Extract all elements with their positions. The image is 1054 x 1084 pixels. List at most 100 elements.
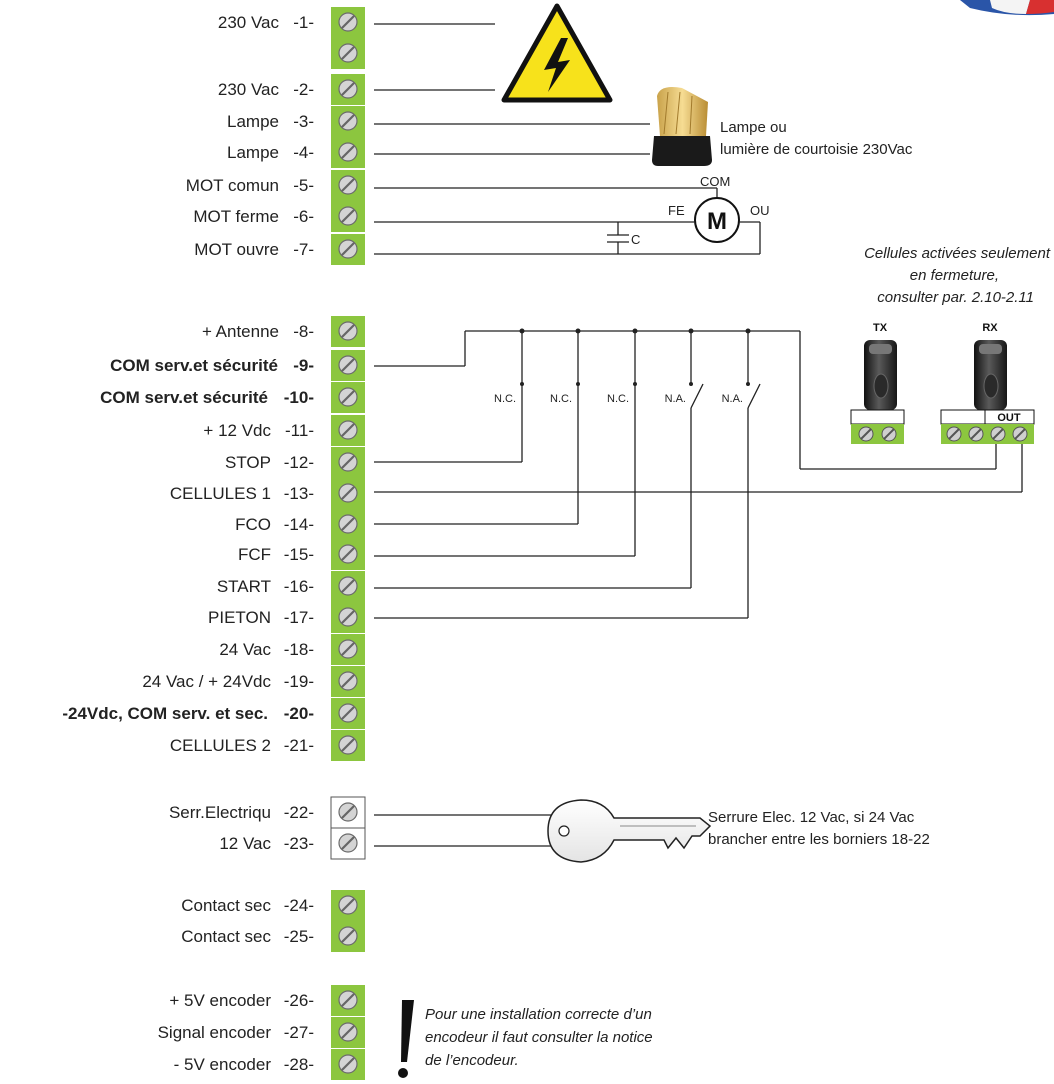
terminal-number: -26- [284, 991, 314, 1010]
terminal-screw [331, 571, 365, 602]
terminal-number: -24- [284, 896, 314, 915]
encoder-note-line3: de l’encodeur. [425, 1052, 519, 1069]
terminal-label: MOT ferme [193, 207, 279, 226]
rx-label: RX [982, 322, 998, 334]
terminal-number: -2- [293, 80, 314, 99]
motor-com-label: COM [700, 174, 730, 189]
motor-wires [374, 187, 761, 255]
contact-switches [519, 328, 761, 409]
terminal-label: 24 Vac / + 24Vdc [142, 672, 271, 691]
high-voltage-warning-icon [501, 3, 613, 103]
lamp-note-line1: Lampe ou [720, 119, 787, 136]
terminal-screw [331, 234, 365, 265]
flag-icon [960, 0, 1054, 16]
lamp-note-line2: lumière de courtoisie 230Vac [720, 141, 913, 158]
terminal-number: -8- [293, 322, 314, 341]
terminal-label: 230 Vac [218, 80, 280, 99]
terminal-label: Lampe [227, 112, 279, 131]
terminal-number: -20- [284, 704, 314, 723]
command-wires [374, 330, 1023, 619]
motor-ou-label: OU [750, 203, 770, 218]
lock-wires [374, 814, 585, 847]
terminal-label: START [217, 577, 271, 596]
terminal-number: -14- [284, 515, 314, 534]
terminal-number: -5- [293, 176, 314, 195]
terminal-number: -18- [284, 640, 314, 659]
terminal-screw [331, 316, 365, 347]
terminal-screw [331, 730, 365, 761]
motor-icon: M [694, 197, 740, 243]
terminal-screw [330, 796, 366, 829]
terminal-screw [331, 602, 365, 633]
terminal-label: 230 Vac [218, 13, 280, 32]
encoder-note-line2: encodeur il faut consulter la notice [425, 1029, 653, 1046]
motor-symbol: M [707, 208, 727, 235]
terminal-label: Serr.Electriqu [169, 803, 271, 822]
terminal-screw [331, 106, 365, 137]
tx-label: TX [873, 322, 888, 334]
terminal-label: FCO [235, 515, 271, 534]
terminal-number: -13- [284, 484, 314, 503]
terminal-number: -4- [293, 143, 314, 162]
terminal-label: COM serv.et sécurité [100, 388, 268, 407]
capacitor-label: C [631, 232, 640, 247]
terminal-label: + Antenne [202, 322, 279, 341]
terminal-labels: -1- 230 Vac -2- 230 Vac -3- Lampe -4- Lampe -5- M… [62, 13, 314, 1074]
key-icon [547, 799, 712, 863]
terminal-label: MOT comun [186, 176, 279, 195]
terminal-label: STOP [225, 453, 271, 472]
terminal-number: -27- [284, 1023, 314, 1042]
terminal-screw [331, 350, 365, 381]
terminal-label: Lampe [227, 143, 279, 162]
terminal-screw [331, 890, 365, 921]
terminal-number: -19- [284, 672, 314, 691]
cells-note-line2: en fermeture, [910, 267, 999, 284]
terminal-screw [331, 634, 365, 665]
contact-fcf-label: N.C. [607, 393, 629, 405]
photocell-tx: TX [850, 322, 905, 444]
lock-note-line1: Serrure Elec. 12 Vac, si 24 Vac [708, 809, 915, 826]
terminal-screw [331, 415, 365, 446]
terminal-number: -17- [284, 608, 314, 627]
terminal-screw [331, 170, 365, 201]
terminal-number: -16- [284, 577, 314, 596]
terminal-label: Contact sec [181, 927, 271, 946]
terminal-number: -11- [285, 421, 314, 440]
terminal-label: PIETON [208, 608, 271, 627]
terminal-label: Signal encoder [158, 1023, 272, 1042]
terminal-screw [331, 137, 365, 168]
terminal-screw [331, 201, 365, 232]
terminal-screw [331, 382, 365, 413]
terminal-label: - 5V encoder [174, 1055, 272, 1074]
contact-fco-label: N.C. [550, 393, 572, 405]
terminal-screw [331, 74, 365, 105]
mains-wires [374, 23, 495, 91]
cells-note-line1: Cellules activées seulement [864, 245, 1051, 262]
terminal-screw [331, 1017, 365, 1048]
terminal-screw [331, 698, 365, 729]
terminal-screw [331, 666, 365, 697]
terminal-label: 24 Vac [219, 640, 271, 659]
terminal-number: -6- [293, 207, 314, 226]
contact-stop-label: N.C. [494, 393, 516, 405]
terminal-screw [331, 985, 365, 1016]
terminal-label: CELLULES 2 [170, 736, 271, 755]
terminal-number: -7- [293, 240, 314, 259]
terminal-label: + 12 Vdc [203, 421, 271, 440]
terminal-screw [331, 539, 365, 570]
terminal-number: -3- [293, 112, 314, 131]
terminal-screw [330, 827, 366, 860]
terminal-number: -1- [293, 13, 314, 32]
lamp-icon [652, 87, 712, 166]
terminal-number: -10- [284, 388, 314, 407]
terminal-number: -28- [284, 1055, 314, 1074]
terminal-screw [331, 7, 365, 38]
out-label: OUT [997, 412, 1021, 424]
terminal-screw [331, 921, 365, 952]
terminal-label: -24Vdc, COM serv. et sec. [62, 704, 268, 723]
terminal-label: FCF [238, 545, 271, 564]
contact-start-label: N.A. [665, 393, 686, 405]
lamp-wires [374, 123, 650, 155]
photocell-rx: RX OUT [940, 322, 1035, 444]
